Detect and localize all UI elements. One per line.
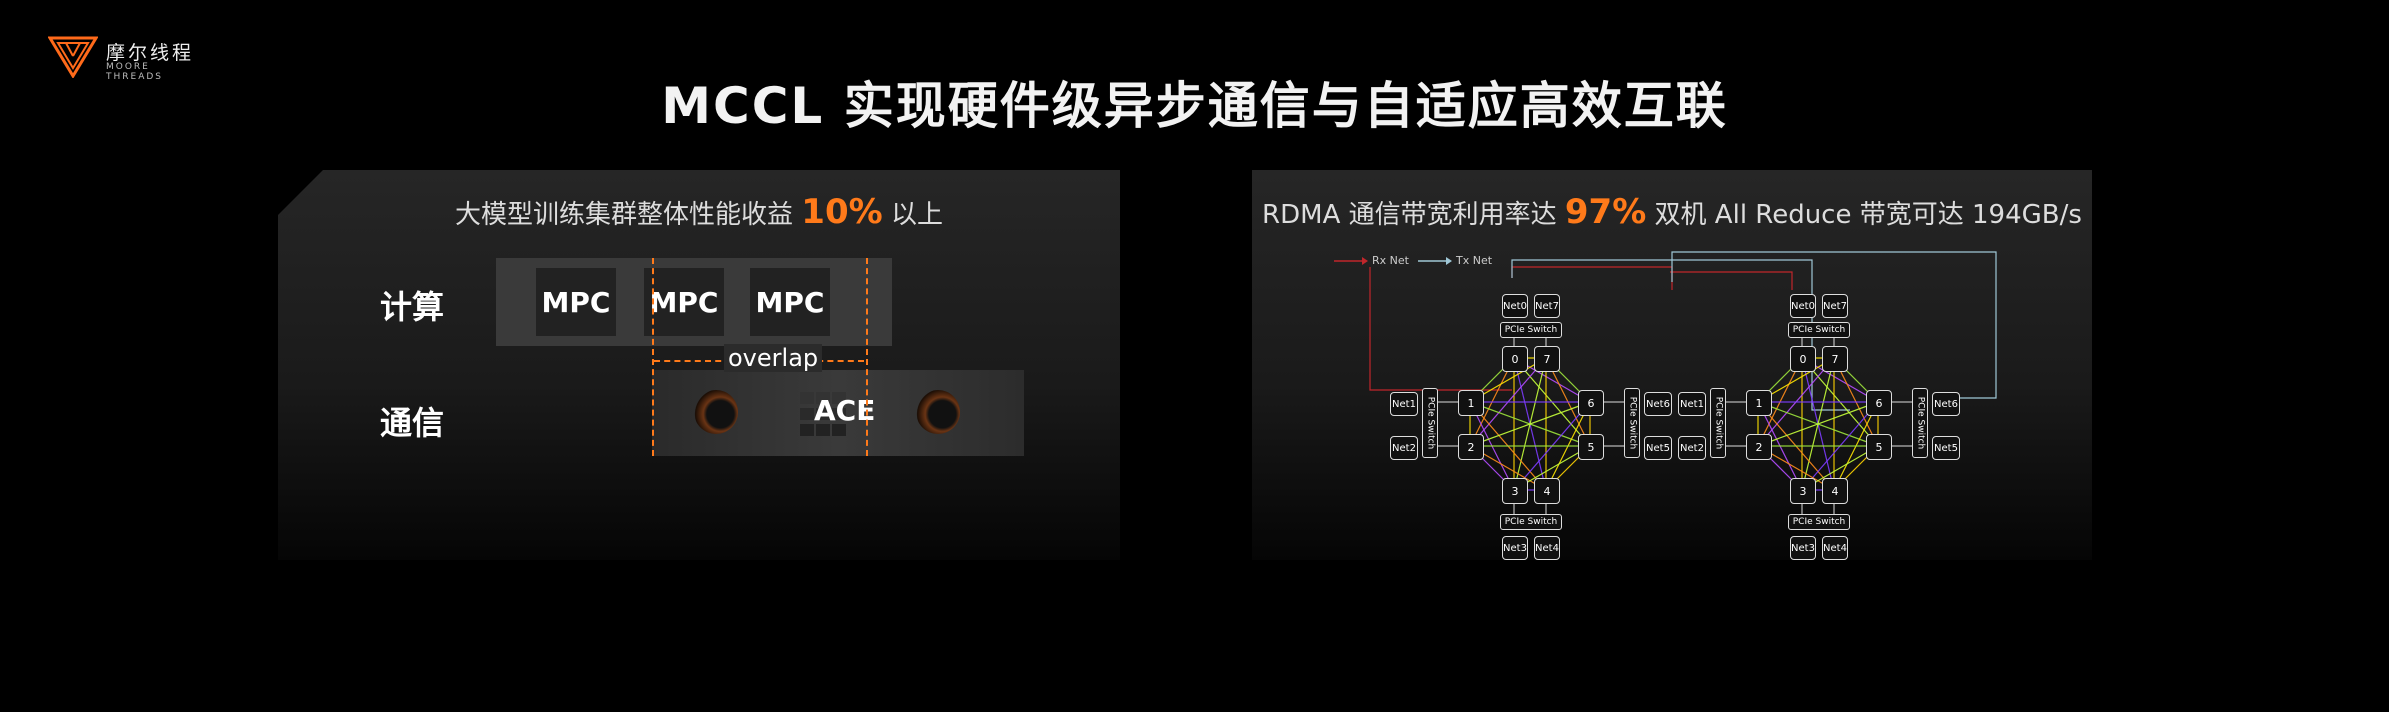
pcie-switch-box: PCIe Switch — [1788, 514, 1850, 530]
logo-name-en: MOORE THREADS — [106, 62, 164, 82]
gpu-box: 1 — [1458, 390, 1484, 416]
swirl-decoration-icon — [694, 390, 738, 434]
page-title: MCCL 实现硬件级异步通信与自适应高效互联 — [661, 77, 1728, 135]
gpu-box: 1 — [1746, 390, 1772, 416]
rx-legend-arrow-icon — [1334, 257, 1368, 265]
net-port-box: Net5 — [1932, 436, 1960, 460]
right-panel: RDMA 通信带宽利用率达 97% 双机 All Reduce 带宽可达 194… — [1252, 170, 2092, 560]
gpu-box: 7 — [1534, 346, 1560, 372]
net-port-box: Net7 — [1534, 294, 1560, 318]
net-port-box: Net6 — [1932, 392, 1960, 416]
pcie-switch-box-label: PCIe Switch — [1915, 396, 1925, 450]
mpc-block: MPC — [536, 268, 616, 336]
net-port-box: Net4 — [1822, 536, 1848, 560]
gpu-box: 5 — [1866, 434, 1892, 460]
gpu-box: 6 — [1578, 390, 1604, 416]
gpu-box: 3 — [1790, 478, 1816, 504]
net-port-box: Net0 — [1790, 294, 1816, 318]
left-title-highlight: 10% — [801, 192, 883, 232]
net-port-box: Net4 — [1534, 536, 1560, 560]
gpu-box: 6 — [1866, 390, 1892, 416]
net-port-box: Net3 — [1790, 536, 1816, 560]
mpc-block: MPC — [644, 268, 724, 336]
gpu-box: 0 — [1790, 346, 1816, 372]
pcie-switch-box: PCIe Switch — [1912, 388, 1928, 458]
net-port-box: Net5 — [1644, 436, 1672, 460]
gpu-box: 7 — [1822, 346, 1848, 372]
logo-name-cn: 摩尔线程 — [106, 42, 195, 64]
pcie-switch-box-label: PCIe Switch — [1713, 396, 1723, 450]
logo-mark-icon — [48, 36, 98, 78]
gpu-box: 5 — [1578, 434, 1604, 460]
overlap-end-marker — [866, 258, 868, 456]
right-title-suffix: 双机 All Reduce 带宽可达 194GB/s — [1654, 200, 2082, 230]
tx-legend-label: Tx Net — [1456, 254, 1493, 267]
rx-legend-label: Rx Net — [1372, 254, 1409, 267]
ace-chip-icon — [800, 392, 846, 436]
mpc-block: MPC — [750, 268, 830, 336]
overlap-start-marker — [652, 258, 654, 456]
net-port-box: Net7 — [1822, 294, 1848, 318]
compute-row-label: 计算 — [380, 288, 445, 326]
gpu-box: 3 — [1502, 478, 1528, 504]
right-panel-title: RDMA 通信带宽利用率达 97% 双机 All Reduce 带宽可达 194… — [1252, 192, 2092, 232]
pcie-switch-box: PCIe Switch — [1710, 388, 1726, 458]
comm-row-label: 通信 — [380, 404, 445, 442]
gpu-box: 0 — [1502, 346, 1528, 372]
gpu-box: 2 — [1746, 434, 1772, 460]
gpu-box: 4 — [1822, 478, 1848, 504]
pcie-switch-box: PCIe Switch — [1500, 514, 1562, 530]
pcie-switch-box: PCIe Switch — [1788, 322, 1850, 338]
pcie-switch-box-label: PCIe Switch — [1627, 396, 1637, 450]
overlap-label: overlap — [724, 344, 823, 372]
left-panel-title: 大模型训练集群整体性能收益 10% 以上 — [278, 192, 1120, 232]
net-port-box: Net0 — [1502, 294, 1528, 318]
right-title-highlight: 97% — [1564, 192, 1647, 232]
left-title-suffix: 以上 — [890, 200, 943, 230]
right-title-prefix: RDMA 通信带宽利用率达 — [1262, 200, 1557, 230]
left-panel: 大模型训练集群整体性能收益 10% 以上 计算 通信 MPC MPC MPC A… — [278, 170, 1120, 560]
gpu-box: 2 — [1458, 434, 1484, 460]
swirl-decoration-icon — [916, 390, 960, 434]
pcie-switch-box-label: PCIe Switch — [1425, 396, 1435, 450]
left-title-prefix: 大模型训练集群整体性能收益 — [455, 200, 794, 230]
net-port-box: Net1 — [1678, 392, 1706, 416]
net-port-box: Net2 — [1390, 436, 1418, 460]
net-port-box: Net1 — [1390, 392, 1418, 416]
gpu-box: 4 — [1534, 478, 1560, 504]
net-port-box: Net2 — [1678, 436, 1706, 460]
net-port-box: Net6 — [1644, 392, 1672, 416]
company-logo: 摩尔线程 MOORE THREADS — [48, 34, 208, 82]
net-port-box: Net3 — [1502, 536, 1528, 560]
tx-legend-arrow-icon — [1418, 257, 1452, 265]
pcie-switch-box: PCIe Switch — [1500, 322, 1562, 338]
pcie-switch-box: PCIe Switch — [1624, 388, 1640, 458]
ace-label: ACE — [814, 394, 876, 427]
pcie-switch-box: PCIe Switch — [1422, 388, 1438, 458]
